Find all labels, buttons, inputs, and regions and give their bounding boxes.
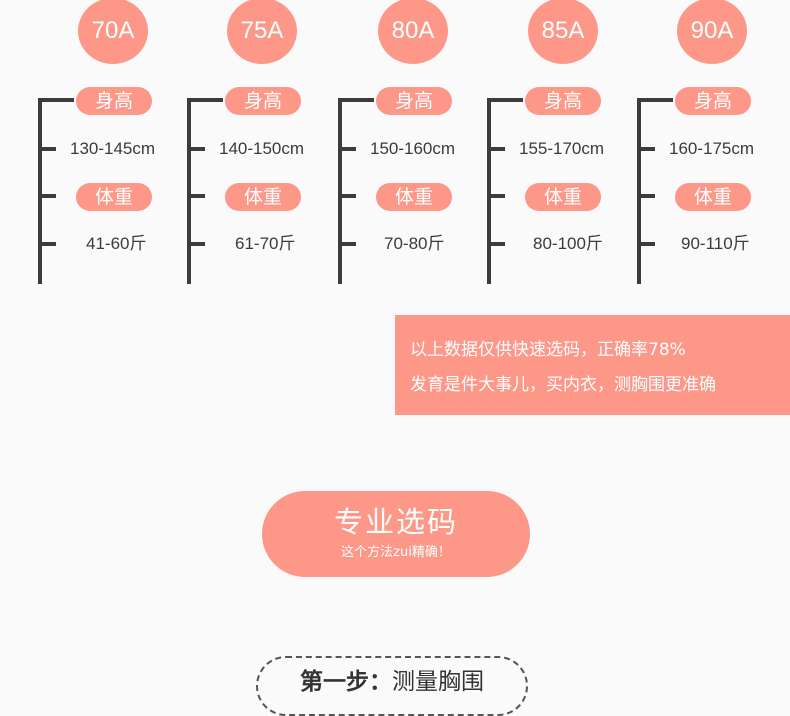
bracket-tick bbox=[38, 194, 56, 198]
bracket-tick bbox=[338, 194, 356, 198]
bracket-tick bbox=[38, 98, 74, 102]
size-badge: 80A bbox=[378, 0, 448, 64]
bracket-tick bbox=[637, 98, 673, 102]
bracket-tick bbox=[487, 194, 505, 198]
height-value: 140-150cm bbox=[219, 139, 305, 158]
notice-line-1: 以上数据仅供快速选码，正确率78% bbox=[410, 340, 686, 360]
height-label-pill: 身高 bbox=[376, 87, 452, 115]
weight-label-pill: 体重 bbox=[675, 183, 751, 211]
weight-label-pill: 体重 bbox=[76, 183, 152, 211]
size-column-70a: 70A 身高 130-145cm 体重 41-60斤 bbox=[0, 0, 155, 290]
height-label-pill: 身高 bbox=[76, 87, 152, 115]
height-value: 155-170cm bbox=[519, 139, 605, 158]
size-notice-banner: 以上数据仅供快速选码，正确率78% 发育是件大事儿，买内衣，测胸围更准确 bbox=[395, 315, 790, 415]
bracket-tick bbox=[637, 147, 655, 151]
size-column-80a: 80A 身高 150-160cm 体重 70-80斤 bbox=[300, 0, 455, 290]
step-heading-text: 第一步：测量胸围 bbox=[258, 668, 526, 696]
bracket-tick bbox=[187, 147, 205, 151]
size-column-75a: 75A 身高 140-150cm 体重 61-70斤 bbox=[149, 0, 304, 290]
weight-label-pill: 体重 bbox=[225, 183, 301, 211]
size-badge: 70A bbox=[78, 0, 148, 64]
bracket-tick bbox=[187, 194, 205, 198]
bracket-tick bbox=[487, 147, 505, 151]
bracket-tick bbox=[637, 242, 655, 246]
bracket-tick bbox=[187, 98, 223, 102]
bracket-tick bbox=[338, 242, 356, 246]
bracket-tick bbox=[338, 98, 374, 102]
size-column-90a: 90A 身高 160-175cm 体重 90-110斤 bbox=[599, 0, 754, 290]
weight-value: 80-100斤 bbox=[533, 234, 603, 253]
step-description: 测量胸围 bbox=[392, 669, 484, 695]
notice-line-2: 发育是件大事儿，买内衣，测胸围更准确 bbox=[410, 375, 716, 395]
size-badge: 75A bbox=[227, 0, 297, 64]
weight-value: 70-80斤 bbox=[384, 234, 445, 253]
bracket-vertical-line bbox=[487, 98, 491, 284]
weight-value: 61-70斤 bbox=[235, 234, 296, 253]
cta-subtitle: 这个方法zui精确！ bbox=[341, 545, 451, 560]
height-label-pill: 身高 bbox=[225, 87, 301, 115]
weight-label-pill: 体重 bbox=[525, 183, 601, 211]
bracket-tick bbox=[338, 147, 356, 151]
professional-sizing-button[interactable]: 专业选码 这个方法zui精确！ bbox=[262, 491, 530, 577]
weight-value: 90-110斤 bbox=[681, 234, 750, 253]
size-badge: 85A bbox=[528, 0, 598, 64]
bracket-tick bbox=[487, 98, 523, 102]
step-one-heading: 第一步：测量胸围 bbox=[256, 656, 528, 716]
bracket-tick bbox=[38, 242, 56, 246]
bracket-vertical-line bbox=[338, 98, 342, 284]
cta-title: 专业选码 bbox=[333, 505, 458, 539]
height-label-pill: 身高 bbox=[675, 87, 751, 115]
size-badge: 90A bbox=[677, 0, 747, 64]
bracket-tick bbox=[637, 194, 655, 198]
step-number: 第一步： bbox=[300, 669, 392, 695]
weight-label-pill: 体重 bbox=[376, 183, 452, 211]
height-value: 150-160cm bbox=[370, 139, 456, 158]
bracket-vertical-line bbox=[38, 98, 42, 284]
bracket-tick bbox=[487, 242, 505, 246]
size-column-85a: 85A 身高 155-170cm 体重 80-100斤 bbox=[449, 0, 604, 290]
bracket-vertical-line bbox=[637, 98, 641, 284]
bracket-tick bbox=[38, 147, 56, 151]
height-value: 160-175cm bbox=[669, 139, 755, 158]
height-value: 130-145cm bbox=[70, 139, 156, 158]
height-label-pill: 身高 bbox=[525, 87, 601, 115]
bracket-vertical-line bbox=[187, 98, 191, 284]
bracket-tick bbox=[187, 242, 205, 246]
weight-value: 41-60斤 bbox=[86, 234, 147, 253]
